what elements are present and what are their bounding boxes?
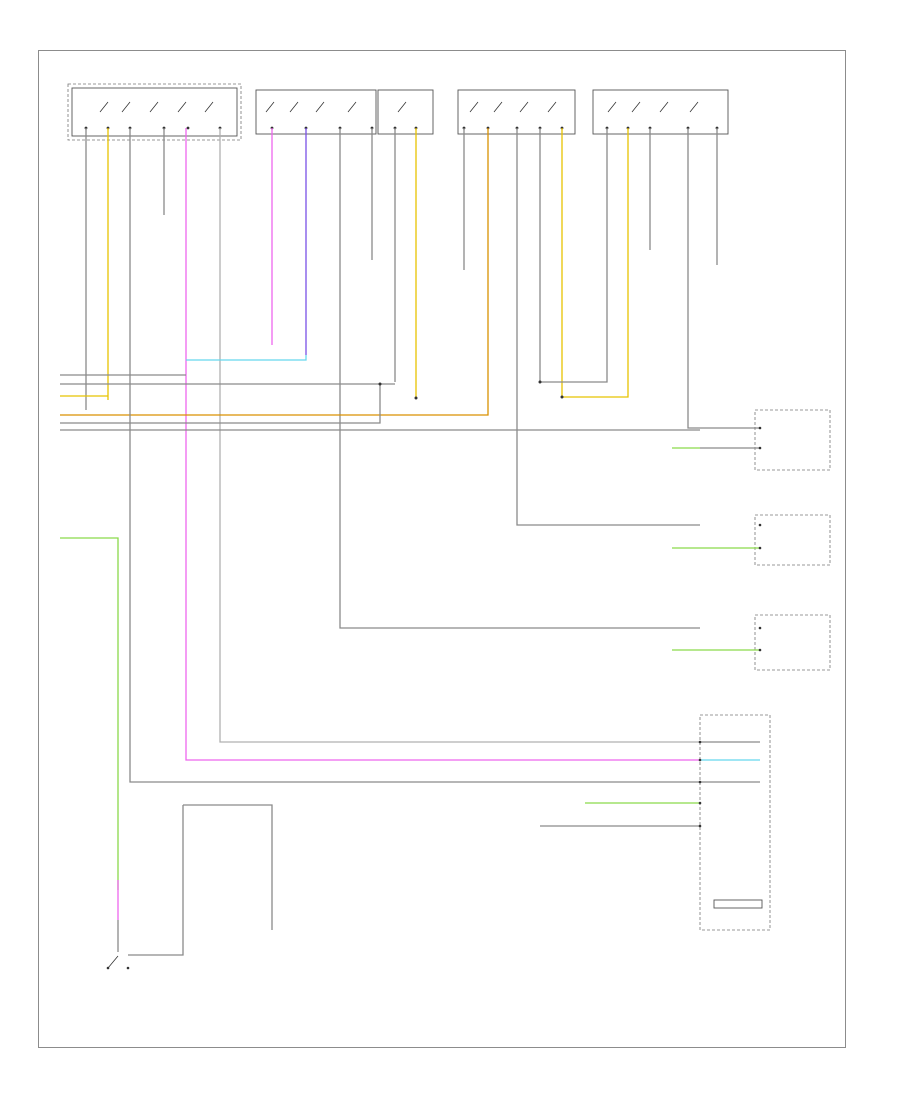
connector-switch-contacts (99, 101, 699, 113)
lock-switch-circuit (60, 537, 273, 970)
left-bus-wires (60, 250, 700, 783)
passenger-window-switch (672, 614, 831, 671)
passenger-door-connector (255, 89, 434, 135)
master-window-switch (540, 714, 771, 931)
top-vertical-wires (60, 128, 760, 761)
right-rear-window-switch (672, 409, 831, 471)
diagram-frame (38, 50, 846, 1048)
splice-points (378, 380, 564, 400)
left-rear-window-switch (672, 514, 831, 566)
driver-door-connector (67, 83, 242, 141)
